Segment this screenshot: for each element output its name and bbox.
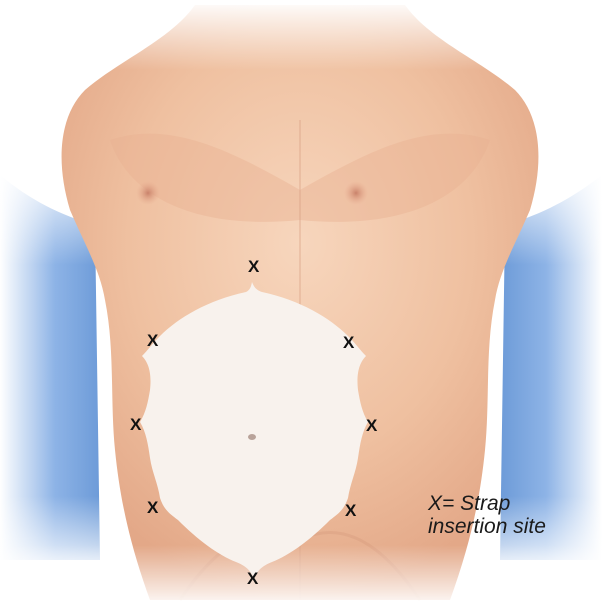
strap-marker-lower-right: X: [345, 501, 357, 520]
legend-line-2: insertion site: [428, 515, 598, 538]
strap-marker-upper-right: X: [343, 333, 355, 352]
strap-marker-bottom: X: [247, 569, 259, 588]
strap-marker-mid-right: X: [366, 416, 378, 435]
legend-line-1: X= Strap: [428, 492, 598, 515]
right-nipple: [344, 181, 368, 205]
strap-marker-lower-left: X: [147, 498, 159, 517]
strap-marker-upper-left: X: [147, 331, 159, 350]
strap-marker-top: X: [248, 257, 260, 276]
left-nipple: [136, 181, 160, 205]
strap-marker-mid-left: X: [130, 415, 142, 434]
navel: [248, 434, 256, 440]
legend: X= Strap insertion site: [428, 492, 598, 538]
